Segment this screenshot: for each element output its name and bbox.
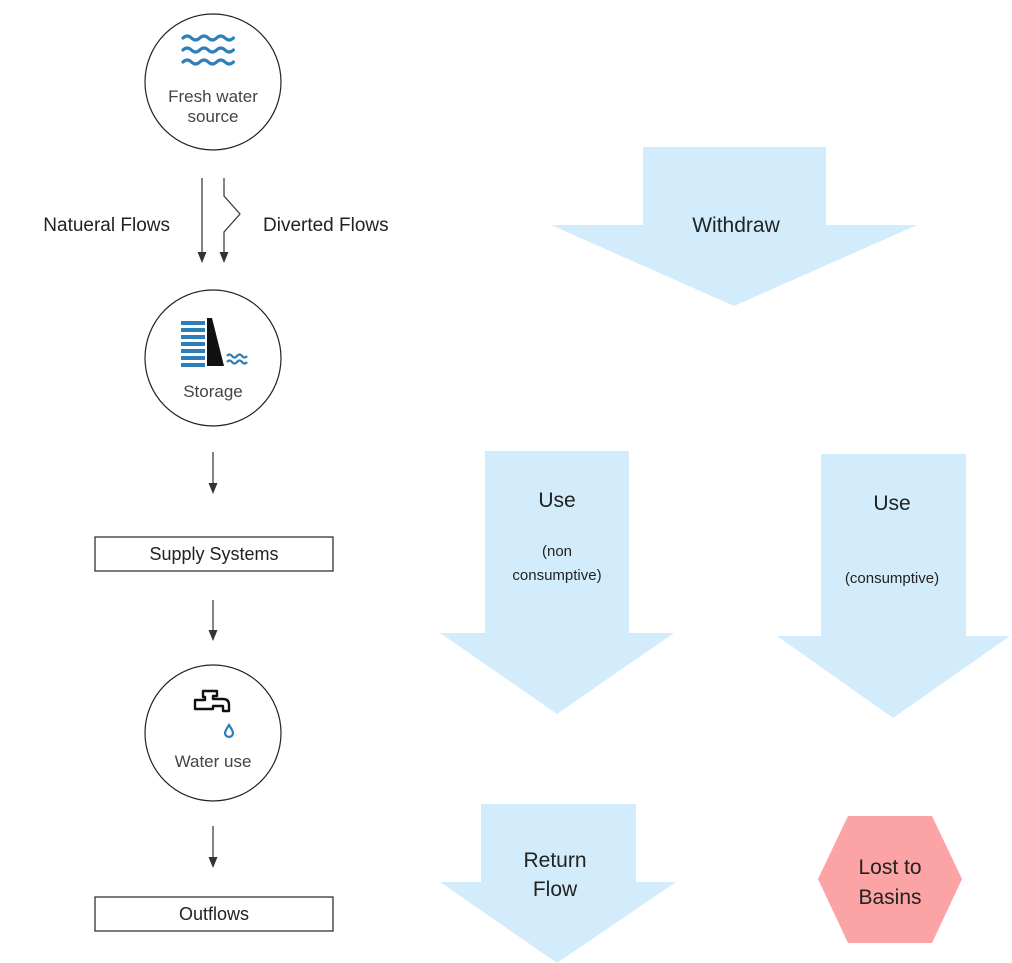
use-consumptive-arrow: Use (consumptive) [777,454,1010,718]
use-non-consumptive-title: Use [538,489,575,512]
lost-to-basins-hexagon: Lost to Basins [818,816,962,943]
use-consumptive-title: Use [873,492,910,515]
dam-icon [181,318,248,367]
natural-flows-label: Natueral Flows [43,215,170,236]
lost-line2: Basins [858,886,921,909]
use-non-consumptive-arrow: Use (non consumptive) [440,451,674,714]
fresh-water-source-node: Fresh water source [144,13,282,151]
outflows-label: Outflows [179,904,249,924]
wateruse-to-outflows-connector [208,826,218,868]
supply-to-wateruse-connector [208,600,218,641]
source-label-line1: Fresh water [168,87,258,106]
return-flow-arrow: Return Flow [440,804,676,963]
return-flow-line2: Flow [533,878,578,901]
waves-icon [181,34,235,66]
storage-label: Storage [183,382,243,401]
faucet-icon [193,689,235,739]
use-consumptive-sub: (consumptive) [845,570,939,587]
outflows-box: Outflows [94,896,334,932]
diverted-flow-connector [219,178,241,263]
diverted-flows-label: Diverted Flows [263,215,389,236]
storage-node: Storage [144,289,282,427]
return-flow-line1: Return [523,849,586,872]
lost-line1: Lost to [858,856,921,879]
storage-to-supply-connector [208,452,218,494]
source-label-line2: source [187,107,238,126]
withdraw-arrow: Withdraw [551,147,917,306]
natural-flow-connector [197,178,207,263]
use-non-consumptive-sub-line2: consumptive) [512,567,601,584]
supply-systems-label: Supply Systems [149,544,278,564]
supply-systems-box: Supply Systems [94,536,334,572]
water-use-label: Water use [175,752,252,771]
use-non-consumptive-sub-line1: (non [542,543,572,560]
withdraw-label: Withdraw [692,214,780,237]
water-use-node: Water use [144,664,282,802]
